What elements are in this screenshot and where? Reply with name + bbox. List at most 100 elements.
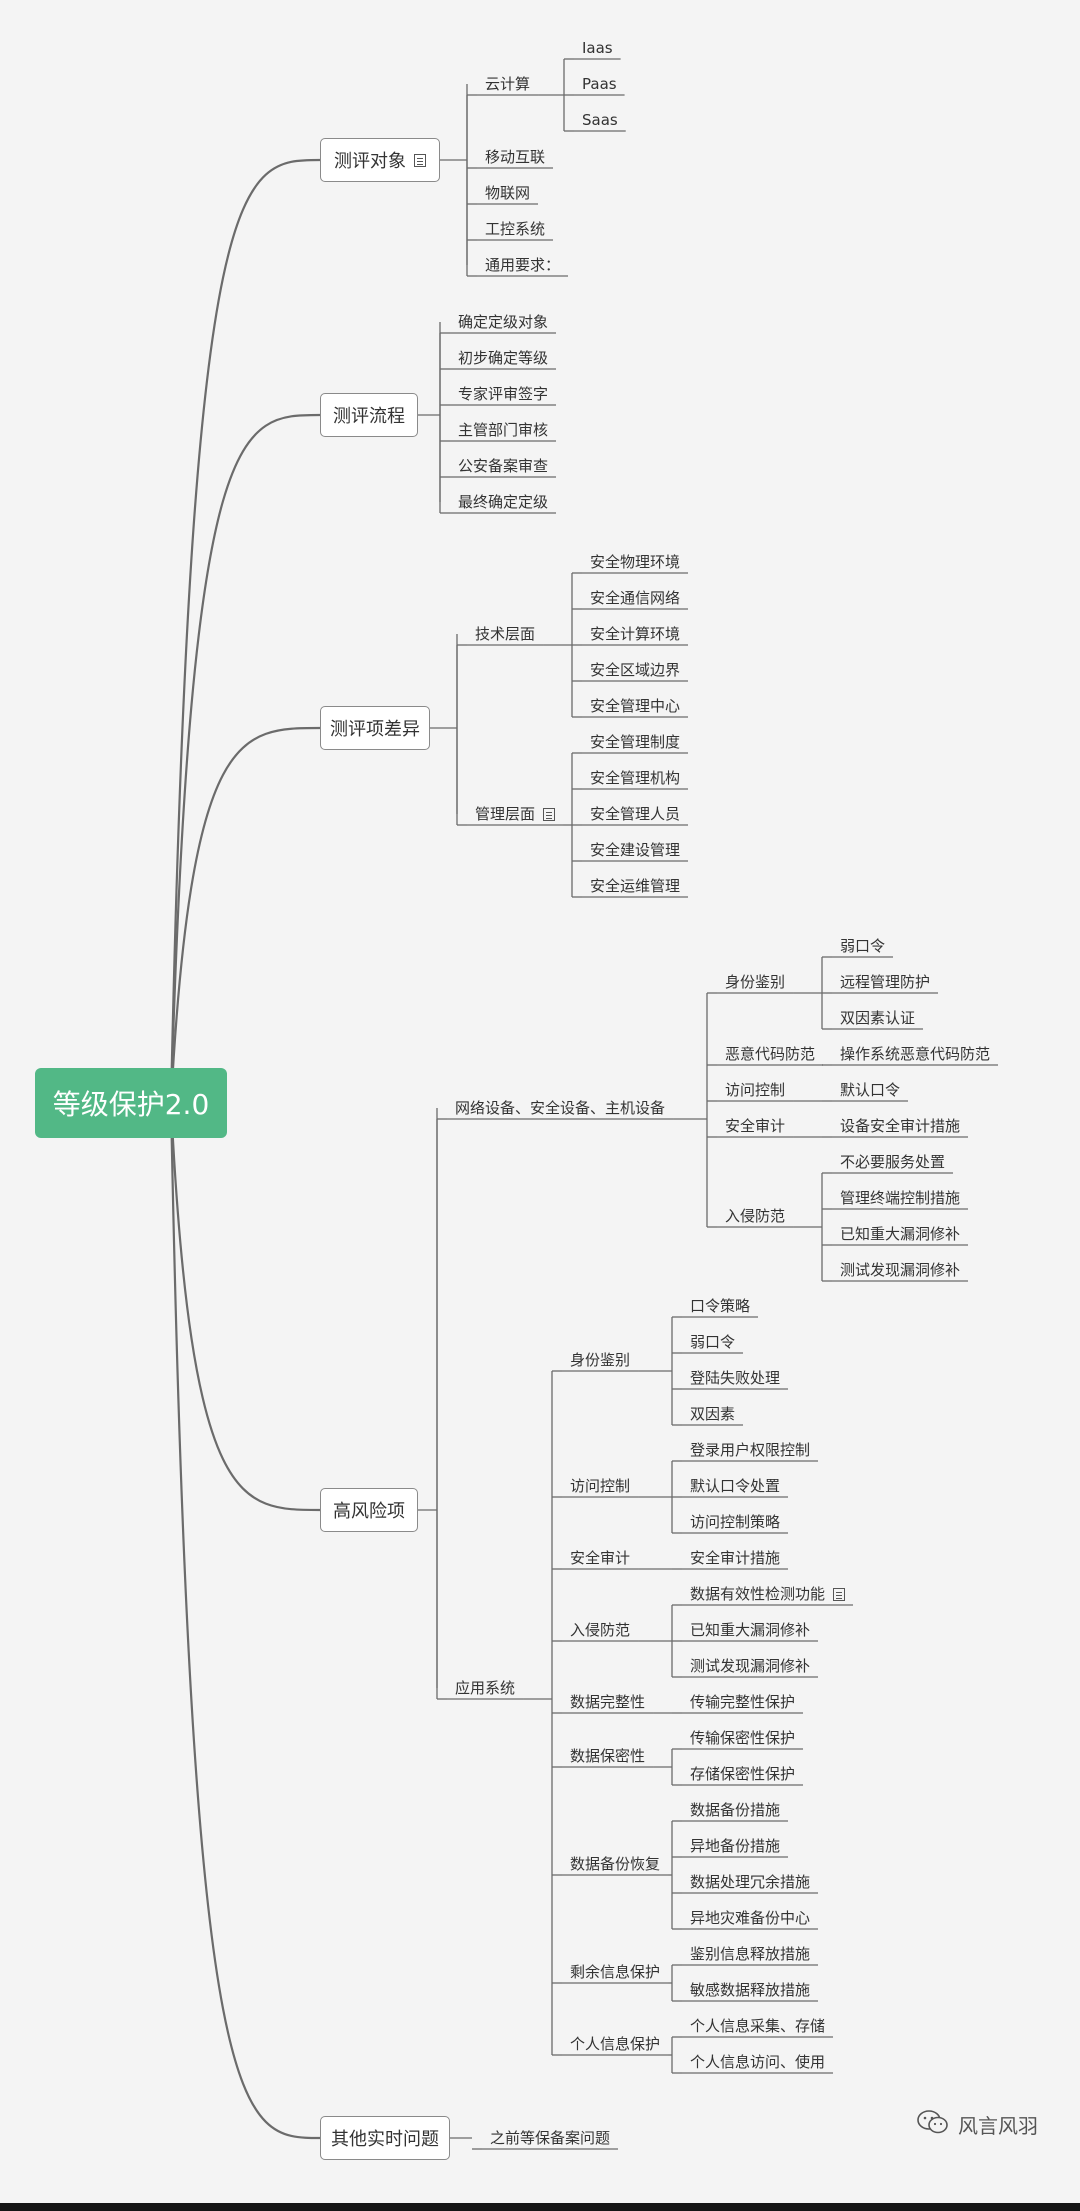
branch-curve <box>169 413 321 1104</box>
note-icon[interactable] <box>543 808 556 821</box>
topic-label: 已知重大漏洞修补 <box>840 1225 961 1243</box>
topic-node[interactable]: 网络设备、安全设备、主机设备 <box>455 1098 665 1118</box>
main-branch-node[interactable]: 测评流程 <box>320 393 418 437</box>
topic-node[interactable]: 应用系统 <box>455 1678 515 1698</box>
topic-node[interactable]: 双因素认证 <box>840 1008 915 1028</box>
topic-node[interactable]: 安全通信网络 <box>590 588 680 608</box>
topic-node[interactable]: 剩余信息保护 <box>570 1962 660 1982</box>
topic-node[interactable]: 公安备案审查 <box>458 456 548 476</box>
topic-node[interactable]: 访问控制 <box>725 1080 785 1100</box>
topic-node[interactable]: 口令策略 <box>690 1296 750 1316</box>
topic-node[interactable]: 传输完整性保护 <box>690 1692 795 1712</box>
topic-node[interactable]: 弱口令 <box>840 936 885 956</box>
root-node[interactable]: 等级保护2.0 <box>35 1068 227 1138</box>
topic-node[interactable]: 专家评审签字 <box>458 384 548 404</box>
topic-node[interactable]: 传输保密性保护 <box>690 1728 795 1748</box>
main-branch-label: 其他实时问题 <box>331 2129 439 2150</box>
main-branch-node[interactable]: 其他实时问题 <box>320 2116 450 2160</box>
topic-node[interactable]: 安全审计 <box>725 1116 785 1136</box>
topic-label: 数据备份恢复 <box>570 1855 661 1873</box>
topic-node[interactable]: 操作系统恶意代码防范 <box>840 1044 990 1064</box>
topic-node[interactable]: 安全管理机构 <box>590 768 680 788</box>
topic-node[interactable]: 管理层面 <box>475 804 556 824</box>
topic-node[interactable]: 身份鉴别 <box>725 972 785 992</box>
topic-node[interactable]: Saas <box>582 110 618 130</box>
topic-node[interactable]: 远程管理防护 <box>840 972 930 992</box>
topic-node[interactable]: 安全区域边界 <box>590 660 680 680</box>
topic-node[interactable]: 数据备份恢复 <box>570 1854 660 1874</box>
topic-node[interactable]: 个人信息访问、使用 <box>690 2052 825 2072</box>
topic-node[interactable]: 安全管理人员 <box>590 804 680 824</box>
topic-label: 身份鉴别 <box>570 1351 631 1369</box>
topic-label: 弱口令 <box>840 937 886 955</box>
topic-node[interactable]: 安全运维管理 <box>590 876 680 896</box>
topic-node[interactable]: 安全审计措施 <box>690 1548 780 1568</box>
topic-label: 传输保密性保护 <box>690 1729 796 1747</box>
topic-node[interactable]: 敏感数据释放措施 <box>690 1980 810 2000</box>
topic-node[interactable]: 数据有效性检测功能 <box>690 1584 846 1604</box>
topic-label: 物联网 <box>485 184 531 202</box>
main-branch-label: 测评对象 <box>334 151 406 172</box>
topic-node[interactable]: 异地备份措施 <box>690 1836 780 1856</box>
note-icon[interactable] <box>414 153 426 167</box>
topic-node[interactable]: 数据处理冗余措施 <box>690 1872 810 1892</box>
topic-node[interactable]: 测试发现漏洞修补 <box>690 1656 810 1676</box>
topic-label: 口令策略 <box>690 1297 751 1315</box>
topic-node[interactable]: 移动互联 <box>485 147 545 167</box>
note-icon[interactable] <box>833 1588 846 1601</box>
topic-node[interactable]: 主管部门审核 <box>458 420 548 440</box>
topic-node[interactable]: 技术层面 <box>475 624 535 644</box>
topic-node[interactable]: 默认口令 <box>840 1080 900 1100</box>
topic-node[interactable]: 不必要服务处置 <box>840 1152 945 1172</box>
topic-node[interactable]: 访问控制策略 <box>690 1512 780 1532</box>
topic-node[interactable]: 测试发现漏洞修补 <box>840 1260 960 1280</box>
topic-node[interactable]: 登陆失败处理 <box>690 1368 780 1388</box>
topic-label: 入侵防范 <box>725 1207 786 1225</box>
topic-node[interactable]: 数据备份措施 <box>690 1800 780 1820</box>
topic-node[interactable]: 异地灾难备份中心 <box>690 1908 810 1928</box>
main-branch-label: 测评流程 <box>333 406 405 427</box>
topic-node[interactable]: 初步确定等级 <box>458 348 548 368</box>
topic-label: 默认口令 <box>840 1081 901 1099</box>
topic-node[interactable]: 存储保密性保护 <box>690 1764 795 1784</box>
topic-node[interactable]: 安全管理制度 <box>590 732 680 752</box>
topic-node[interactable]: 数据保密性 <box>570 1746 645 1766</box>
topic-node[interactable]: 登录用户权限控制 <box>690 1440 810 1460</box>
topic-node[interactable]: Paas <box>582 74 617 94</box>
topic-node[interactable]: 数据完整性 <box>570 1692 645 1712</box>
topic-node[interactable]: 云计算 <box>485 74 530 94</box>
topic-node[interactable]: 鉴别信息释放措施 <box>690 1944 810 1964</box>
topic-node[interactable]: 物联网 <box>485 183 530 203</box>
topic-node[interactable]: 安全计算环境 <box>590 624 680 644</box>
topic-label: 初步确定等级 <box>458 349 549 367</box>
topic-node[interactable]: 身份鉴别 <box>570 1350 630 1370</box>
topic-label: 之前等保备案问题 <box>490 2129 611 2147</box>
topic-node[interactable]: 访问控制 <box>570 1476 630 1496</box>
main-branch-node[interactable]: 高风险项 <box>320 1488 418 1532</box>
topic-node[interactable]: 安全建设管理 <box>590 840 680 860</box>
topic-node[interactable]: 安全审计 <box>570 1548 630 1568</box>
topic-node[interactable]: 之前等保备案问题 <box>490 2128 610 2148</box>
topic-node[interactable]: 个人信息保护 <box>570 2034 660 2054</box>
topic-node[interactable]: 恶意代码防范 <box>725 1044 815 1064</box>
topic-node[interactable]: 已知重大漏洞修补 <box>840 1224 960 1244</box>
topic-node[interactable]: 安全管理中心 <box>590 696 680 716</box>
topic-node[interactable]: 弱口令 <box>690 1332 735 1352</box>
topic-node[interactable]: Iaas <box>582 38 613 58</box>
main-branch-node[interactable]: 测评对象 <box>320 138 440 182</box>
topic-node[interactable]: 管理终端控制措施 <box>840 1188 960 1208</box>
topic-node[interactable]: 工控系统 <box>485 219 545 239</box>
topic-node[interactable]: 设备安全审计措施 <box>840 1116 960 1136</box>
topic-node[interactable]: 确定定级对象 <box>458 312 548 332</box>
topic-label: 已知重大漏洞修补 <box>690 1621 811 1639</box>
topic-node[interactable]: 通用要求： <box>485 255 560 275</box>
topic-node[interactable]: 双因素 <box>690 1404 735 1424</box>
topic-node[interactable]: 已知重大漏洞修补 <box>690 1620 810 1640</box>
topic-node[interactable]: 最终确定定级 <box>458 492 548 512</box>
topic-node[interactable]: 个人信息采集、存储 <box>690 2016 825 2036</box>
main-branch-node[interactable]: 测评项差异 <box>320 706 430 750</box>
topic-node[interactable]: 入侵防范 <box>570 1620 630 1640</box>
topic-node[interactable]: 默认口令处置 <box>690 1476 780 1496</box>
topic-node[interactable]: 入侵防范 <box>725 1206 785 1226</box>
topic-node[interactable]: 安全物理环境 <box>590 552 680 572</box>
